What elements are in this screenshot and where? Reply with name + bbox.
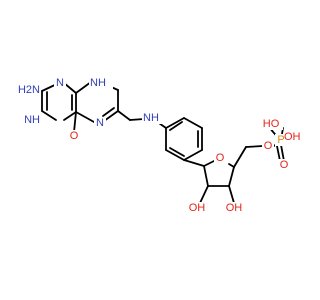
ring-nitrogen-1-label: N [56, 77, 64, 89]
bond [233, 146, 247, 168]
bond [228, 166, 235, 187]
label-background [222, 202, 246, 214]
bond [228, 163, 235, 168]
label-background [54, 77, 66, 89]
bond [169, 147, 185, 157]
bond [63, 111, 77, 121]
phosphorus-label: P [277, 134, 284, 146]
bond [203, 165, 209, 187]
label-background [259, 118, 283, 130]
label-background [94, 117, 106, 129]
bond [102, 107, 115, 117]
ring-nitrogen-5-label: N [96, 117, 104, 129]
bond [75, 111, 95, 123]
bond [165, 149, 185, 161]
bond [276, 145, 281, 162]
bond [228, 185, 235, 204]
label-background [13, 84, 41, 96]
label-background [185, 202, 209, 214]
carbonyl-oxygen-label: O [70, 130, 79, 142]
ribose-ring-oxygen-label: O [216, 152, 225, 164]
bond [73, 111, 77, 133]
bond [169, 121, 183, 131]
bond [280, 144, 285, 162]
label-background [89, 77, 113, 89]
ring-nh-3-label: NH [24, 114, 40, 126]
bond [199, 185, 209, 204]
ester-oxygen-label: O [264, 140, 273, 152]
phosphate-hydroxyl-right-label: OH [284, 131, 300, 143]
label-background [214, 152, 226, 164]
atom-label-layer: H2N N NH NH N O NH O OH OH O P HO OH O [13, 77, 300, 214]
bond [183, 149, 203, 161]
phosphate-hydroxyl-left-label: HO [263, 118, 280, 130]
label-background [68, 130, 80, 142]
bond [165, 117, 185, 129]
label-background [278, 159, 290, 171]
chemical-structure-diagram: H2N N NH NH N O NH O OH OH O P HO OH O [13, 76, 300, 214]
bond [41, 110, 57, 121]
bond [103, 110, 119, 122]
label-background [284, 131, 298, 143]
hydroxyl-3-label: OH [226, 202, 243, 214]
linker-nh-label: NH [143, 112, 159, 124]
bond [245, 145, 264, 148]
ring-nh-8-label: NH [90, 77, 106, 89]
bond [75, 81, 92, 94]
amino-group-label: H2N [18, 84, 40, 96]
label-background [18, 114, 42, 126]
bond [183, 159, 205, 167]
phosphate-double-bonded-oxygen-label: O [280, 159, 289, 171]
hydroxyl-2-label: OH [189, 202, 206, 214]
bond [117, 110, 131, 121]
bond-layer [41, 81, 296, 204]
label-background [262, 140, 274, 152]
bond [183, 117, 203, 129]
label-background [142, 112, 166, 124]
bond [129, 118, 145, 121]
